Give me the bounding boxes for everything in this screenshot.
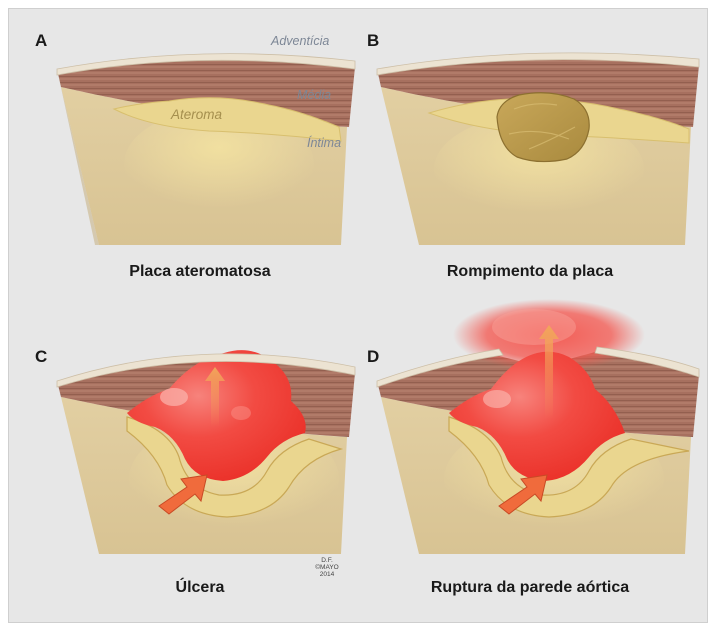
label-ateroma: Ateroma bbox=[171, 107, 222, 122]
aortic-rupture-figure: A B C D Adventícia Média Íntima Ateroma … bbox=[8, 8, 708, 623]
panel-d-letter: D bbox=[367, 347, 379, 367]
label-intima: Íntima bbox=[307, 136, 341, 150]
panel-c-letter: C bbox=[35, 347, 47, 367]
credit-line-1: D.F. bbox=[307, 557, 347, 564]
label-adventitia: Adventícia bbox=[271, 34, 329, 48]
panel-d-illustration bbox=[377, 299, 699, 554]
credit-line-3: 2014 bbox=[307, 571, 347, 578]
label-media: Média bbox=[297, 88, 331, 102]
credit-line-2: ©MAYO bbox=[307, 564, 347, 571]
panel-b-illustration bbox=[377, 53, 699, 245]
panel-c-illustration bbox=[57, 350, 355, 554]
caption-panel-b: Rompimento da placa bbox=[365, 263, 695, 281]
panel-b-plaque-rupture bbox=[497, 93, 589, 162]
illustration-canvas bbox=[9, 9, 709, 624]
panel-b-letter: B bbox=[367, 31, 379, 51]
caption-panel-a: Placa ateromatosa bbox=[35, 263, 365, 281]
panel-a-letter: A bbox=[35, 31, 47, 51]
caption-panel-d: Ruptura da parede aórtica bbox=[365, 579, 695, 597]
copyright-credit: D.F. ©MAYO 2014 bbox=[307, 557, 347, 578]
caption-panel-c: Úlcera bbox=[35, 579, 365, 597]
